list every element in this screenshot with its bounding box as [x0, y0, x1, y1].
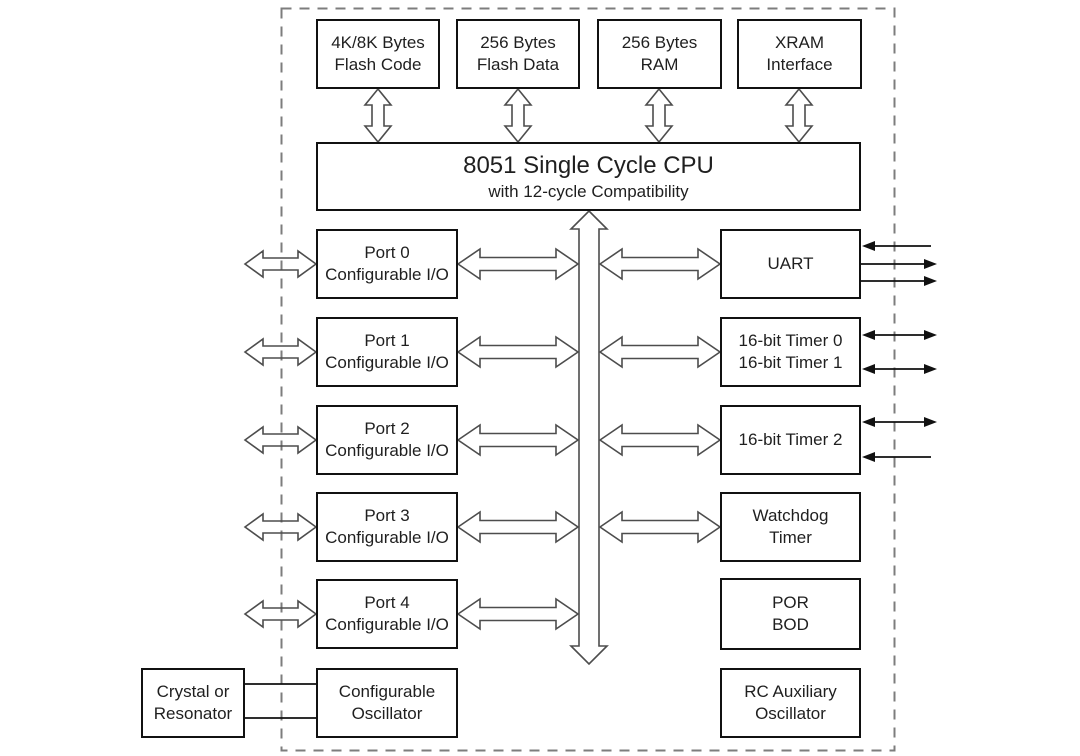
block-label: POR	[772, 593, 809, 612]
block-flash-data: 256 Bytes Flash Data	[456, 19, 580, 89]
block-port1: Port 1 Configurable I/O	[316, 317, 458, 387]
uart-output-signal-arrow-head	[924, 259, 937, 269]
block-port0: Port 0 Configurable I/O	[316, 229, 458, 299]
block-label: 4K/8K Bytes	[331, 33, 425, 52]
timer01-io-signal-arrow-head	[924, 364, 937, 374]
bus-peripheral-bidirectional-arrow	[598, 247, 722, 281]
timer01-io-signal-arrow-head	[862, 364, 875, 374]
block-label: 16-bit Timer 2	[738, 430, 843, 449]
timer01-io-signal-arrow-head	[924, 330, 937, 340]
block-label: Interface	[766, 55, 833, 74]
memory-cpu-bidirectional-arrow	[784, 87, 814, 144]
block-ram: 256 Bytes RAM	[597, 19, 722, 89]
block-label: 256 Bytes	[621, 33, 698, 52]
block-label: Configurable I/O	[325, 353, 449, 372]
block-xram-interface: XRAM Interface	[737, 19, 862, 89]
block-label: 256 Bytes	[480, 33, 556, 52]
block-label: Resonator	[153, 704, 233, 723]
timer01-io-signal-arrow-head	[862, 330, 875, 340]
block-timer2: 16-bit Timer 2	[720, 405, 861, 475]
port-bus-bidirectional-arrow	[456, 335, 580, 369]
block-port3: Port 3 Configurable I/O	[316, 492, 458, 562]
block-label: XRAM	[774, 33, 825, 52]
block-label: Port 1	[364, 331, 410, 350]
block-label: Port 2	[364, 419, 410, 438]
memory-cpu-bidirectional-arrow	[363, 87, 393, 144]
port-bus-bidirectional-arrow	[456, 423, 580, 457]
block-label: Flash Data	[476, 55, 560, 74]
block-por-bod: POR BOD	[720, 578, 861, 650]
block-label: Crystal or	[156, 682, 230, 701]
block-rc-aux-oscillator: RC Auxiliary Oscillator	[720, 668, 861, 738]
block-label: Port 3	[364, 506, 410, 525]
timer2-io-signal-arrow-head	[924, 417, 937, 427]
cpu-peripheral-bus-arrow	[569, 209, 609, 666]
uart-output-signal-arrow-head	[924, 276, 937, 286]
bus-peripheral-bidirectional-arrow	[598, 335, 722, 369]
block-label: Oscillator	[351, 704, 423, 723]
block-label: Watchdog	[752, 506, 829, 525]
uart-input-signal-arrow-head	[862, 241, 875, 251]
port-bus-bidirectional-arrow	[456, 510, 580, 544]
timer2-io-signal-arrow-head	[862, 417, 875, 427]
block-watchdog-timer: Watchdog Timer	[720, 492, 861, 562]
timer2-input-signal-arrow-head	[862, 452, 875, 462]
block-label: Timer	[769, 528, 812, 547]
block-label: Configurable	[338, 682, 436, 701]
block-configurable-oscillator: Configurable Oscillator	[316, 668, 458, 738]
block-uart: UART	[720, 229, 861, 299]
block-label: Oscillator	[755, 704, 826, 723]
block-label: RAM	[640, 55, 679, 74]
block-cpu: 8051 Single Cycle CPU with 12-cycle Comp…	[316, 142, 861, 211]
block-port4: Port 4 Configurable I/O	[316, 579, 458, 649]
port-bus-bidirectional-arrow	[456, 247, 580, 281]
block-label: Port 4	[364, 593, 410, 612]
block-label: 16-bit Timer 0	[738, 331, 843, 350]
block-label: Configurable I/O	[325, 441, 449, 460]
bus-peripheral-bidirectional-arrow	[598, 423, 722, 457]
memory-cpu-bidirectional-arrow	[644, 87, 674, 144]
bus-peripheral-bidirectional-arrow	[598, 510, 722, 544]
memory-cpu-bidirectional-arrow	[503, 87, 533, 144]
cpu-title: 8051 Single Cycle CPU	[463, 151, 714, 179]
port-bus-bidirectional-arrow	[456, 597, 580, 631]
block-label: UART	[767, 254, 814, 273]
block-label: Port 0	[364, 243, 410, 262]
chip-boundary-dashed-border	[280, 7, 896, 752]
block-label: Configurable I/O	[325, 528, 449, 547]
block-label: BOD	[772, 615, 809, 634]
block-timer01: 16-bit Timer 0 16-bit Timer 1	[720, 317, 861, 387]
block-label: Configurable I/O	[325, 265, 449, 284]
block-label: RC Auxiliary	[744, 682, 837, 701]
block-flash-code: 4K/8K Bytes Flash Code	[316, 19, 440, 89]
block-label: Flash Code	[334, 55, 422, 74]
block-port2: Port 2 Configurable I/O	[316, 405, 458, 475]
block-label: Configurable I/O	[325, 615, 449, 634]
cpu-subtitle: with 12-cycle Compatibility	[488, 181, 689, 201]
block-label: 16-bit Timer 1	[738, 353, 843, 372]
block-crystal-resonator: Crystal or Resonator	[141, 668, 245, 738]
